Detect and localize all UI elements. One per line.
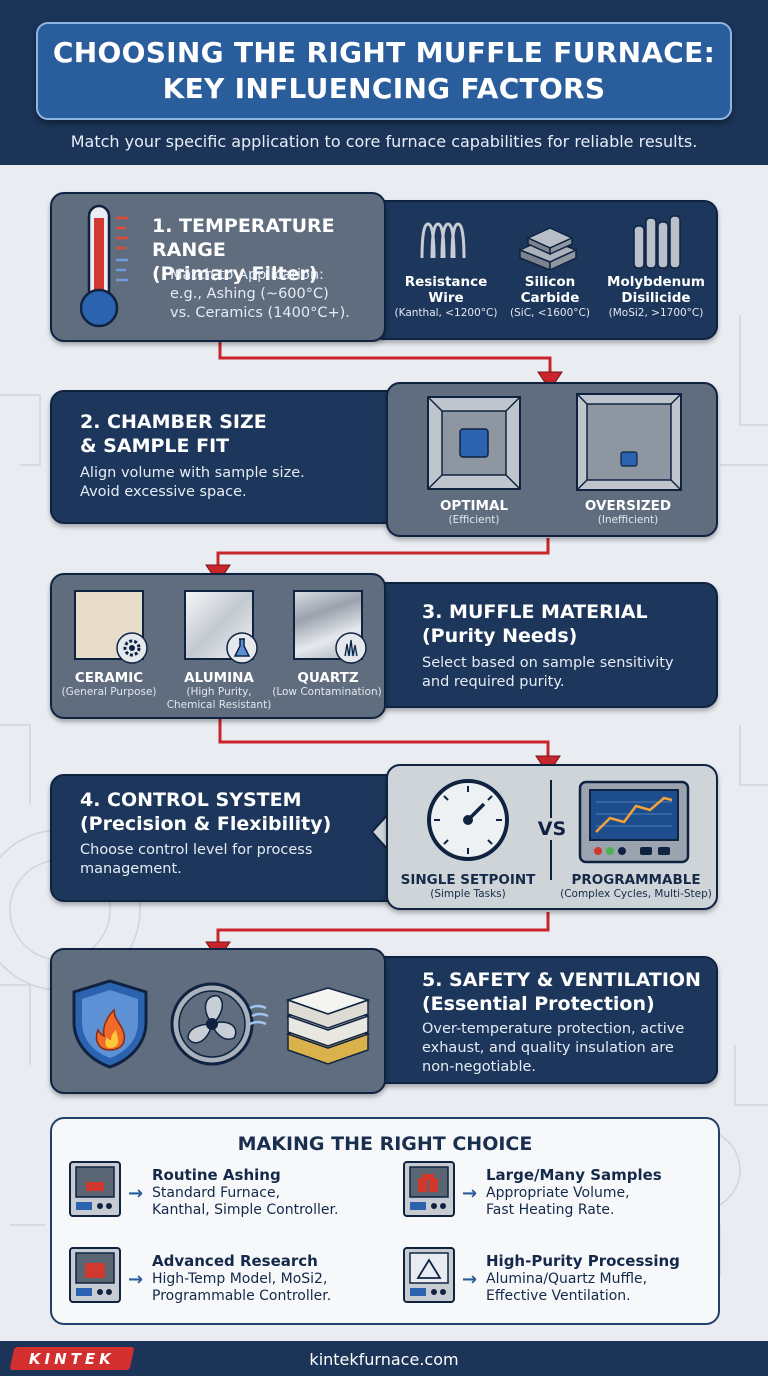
oversized-sub: (Inefficient) xyxy=(597,514,659,526)
arrow-right-icon: → xyxy=(128,1269,144,1290)
factor-4-pointer xyxy=(370,812,390,852)
programmable-sub: (Complex Cycles, Multi-Step) xyxy=(560,888,712,900)
chamber-optimal-icon xyxy=(427,396,521,490)
choice-title: MAKING THE RIGHT CHOICE xyxy=(237,1133,533,1155)
footer: KINTEK kintekfurnace.com xyxy=(0,1341,768,1376)
factor-3-panel xyxy=(370,582,718,708)
choice-item-routine-ashing: Routine Ashing Standard Furnace, Kanthal… xyxy=(152,1166,339,1218)
factor-2-panel xyxy=(50,390,410,524)
choice-item-high-purity: High-Purity Processing Alumina/Quartz Mu… xyxy=(486,1252,680,1304)
factor-1-title: 1. TEMPERATURE RANGE(Primary Filter) xyxy=(152,215,335,285)
crystal-icon xyxy=(335,632,367,664)
thermometer-icon xyxy=(80,204,128,328)
single-setpoint-label: SINGLE SETPOINT xyxy=(400,872,536,888)
single-setpoint-sub: (Simple Tasks) xyxy=(430,888,506,900)
coil-icon xyxy=(420,222,466,259)
arrow-right-icon: → xyxy=(462,1183,478,1204)
furnace-icon xyxy=(69,1161,121,1217)
furnace-icon xyxy=(69,1247,121,1303)
arrow-right-icon: → xyxy=(128,1183,144,1204)
title-box: CHOOSING THE RIGHT MUFFLE FURNACE:KEY IN… xyxy=(36,22,732,120)
shield-fire-icon xyxy=(72,979,148,1069)
flask-icon xyxy=(226,632,258,664)
quartz-swatch xyxy=(293,590,363,660)
page-subtitle: Match your specific application to core … xyxy=(70,132,698,151)
silicon-carbide-sub: (SiC, <1600°C) xyxy=(510,307,590,319)
molybdenum-sub: (MoSi2, >1700°C) xyxy=(608,307,704,319)
factor-5-panel xyxy=(370,956,718,1084)
oversized-label: OVERSIZED xyxy=(584,498,672,514)
quartz-label: QUARTZ xyxy=(297,670,359,686)
factor-3-title: 3. MUFFLE MATERIAL(Purity Needs) xyxy=(422,601,648,647)
programmable-label: PROGRAMMABLE xyxy=(571,872,701,888)
arrow-right-icon: → xyxy=(462,1269,478,1290)
choice-item-advanced-research: Advanced Research High-Temp Model, MoSi2… xyxy=(152,1252,332,1304)
resistance-wire-sub: (Kanthal, <1200°C) xyxy=(394,307,498,319)
factor-1-body: Match to Application:e.g., Ashing (~600°… xyxy=(170,267,350,321)
choice-item-large-samples: Large/Many Samples Appropriate Volume, F… xyxy=(486,1166,662,1218)
alumina-sub: (High Purity,Chemical Resistant) xyxy=(166,686,272,711)
furnace-icon xyxy=(403,1161,455,1217)
factor-2-title: 2. CHAMBER SIZE& SAMPLE FIT xyxy=(80,411,267,457)
choice-panel: MAKING THE RIGHT CHOICE xyxy=(50,1117,720,1325)
insulation-icon xyxy=(285,987,371,1065)
factor-4-panel xyxy=(50,774,410,902)
fan-icon xyxy=(170,982,269,1066)
chamber-oversized-icon xyxy=(576,393,682,491)
vs-label: VS xyxy=(536,818,568,840)
page-title: CHOOSING THE RIGHT MUFFLE FURNACE:KEY IN… xyxy=(52,36,716,105)
furnace-icon xyxy=(403,1247,455,1303)
bars-icon xyxy=(518,227,578,270)
optimal-sub: (Efficient) xyxy=(448,514,500,526)
factor-5-title: 5. SAFETY & VENTILATION(Essential Protec… xyxy=(422,969,701,1015)
gear-icon xyxy=(116,632,148,664)
screen-controller-icon xyxy=(578,780,690,864)
ceramic-sub: (General Purpose) xyxy=(61,686,157,698)
alumina-label: ALUMINA xyxy=(184,670,254,686)
factor-2-body: Align volume with sample size.Avoid exce… xyxy=(80,465,305,500)
quartz-sub: (Low Contamination) xyxy=(272,686,382,698)
rods-icon xyxy=(633,215,681,269)
ceramic-label: CERAMIC xyxy=(74,670,144,686)
dial-icon xyxy=(427,779,509,861)
factor-4-title: 4. CONTROL SYSTEM(Precision & Flexibilit… xyxy=(80,789,332,835)
footer-url[interactable]: kintekfurnace.com xyxy=(309,1350,459,1369)
optimal-label: OPTIMAL xyxy=(439,498,509,514)
